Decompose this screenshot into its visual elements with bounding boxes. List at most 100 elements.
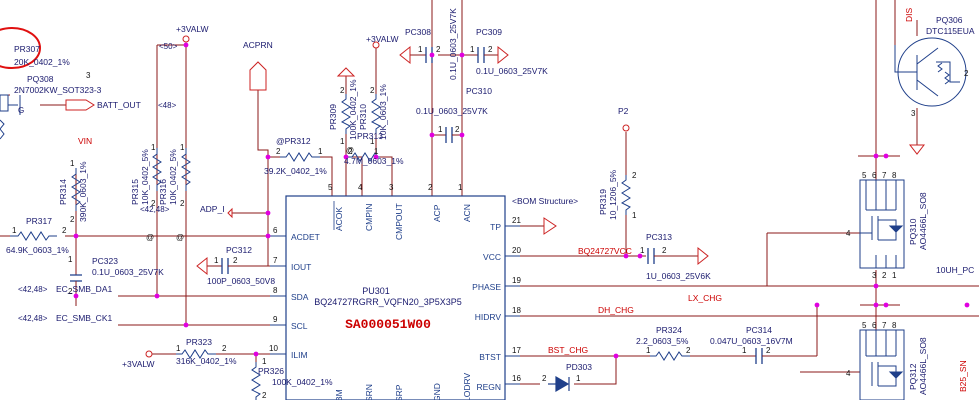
pr313-pin-1: 1 — [374, 147, 379, 156]
pc312-ref: PC312 — [226, 245, 252, 255]
pq312-ref: PQ312 — [908, 363, 918, 390]
pc309-pin-2: 2 — [488, 45, 493, 54]
pc323-pin-2: 2 — [68, 287, 73, 296]
pq310-value: AO4466L_SO8 — [918, 192, 928, 250]
scl-ref: <42,48> — [18, 314, 48, 323]
ref-42-48: <42,48> — [140, 205, 170, 214]
inductor-label: 10UH_PC — [936, 265, 974, 275]
pr312-pin-2: 2 — [276, 147, 281, 156]
pr312-pin-1: 1 — [318, 147, 323, 156]
pr309-arrow — [336, 67, 356, 77]
q312-mosfet — [859, 329, 905, 400]
bst-chg-label: BST_CHG — [548, 345, 588, 355]
pr323-pin-1: 1 — [176, 344, 181, 353]
pin-name-sda: SDA — [291, 292, 309, 302]
pr309-pin-1: 1 — [340, 137, 345, 146]
pr310-pin-1: 1 — [370, 137, 375, 146]
pr317-ref: PR317 — [26, 216, 52, 226]
pin-name-acp: ACP — [432, 204, 442, 222]
pin-name-gnd: GND — [432, 383, 442, 400]
sda-net-label: EC_SMB_DA1 — [56, 284, 112, 294]
pq312-pin-6: 6 — [872, 321, 877, 330]
pr323-symbol — [176, 349, 216, 359]
pc312-symbol — [221, 258, 229, 274]
pq308-ref: PQ308 — [27, 74, 54, 84]
pr323-ref: PR323 — [186, 337, 212, 347]
pr326-pin-1: 1 — [262, 357, 267, 366]
pin-name-btst: BTST — [479, 352, 501, 362]
pc308-arrow — [399, 45, 411, 65]
vcc3valw-label-3: +3VALW — [122, 359, 155, 369]
pin-num-3: 3 — [389, 183, 394, 192]
ic-pu301: 6 7 8 9 10 ACDET IOUT SDA SCL ILIM 21 20… — [269, 183, 521, 400]
pd303-diode — [548, 375, 570, 393]
pc323-pin-1: 1 — [68, 255, 73, 264]
gnd-pq306 — [908, 144, 926, 155]
pr326-pin-2: 2 — [262, 391, 267, 400]
scl-net-label: EC_SMB_CK1 — [56, 313, 112, 323]
sda-ref: <42,48> — [18, 285, 48, 294]
pd303-pin-2: 2 — [542, 374, 547, 383]
pr314-ref: PR314 — [58, 179, 68, 205]
pq310-pin-7: 7 — [882, 171, 887, 180]
pin-name-scl: SCL — [291, 321, 308, 331]
pq310-pin-6: 6 — [872, 171, 877, 180]
pin-name-hidrv: HIDRV — [475, 312, 502, 322]
dh-chg-label: DH_CHG — [598, 305, 634, 315]
pr307-ref: PR307 — [14, 44, 40, 54]
resistors — [0, 94, 690, 400]
pq312-pin-7: 7 — [882, 321, 887, 330]
pr326-value: 100K_0402_1% — [272, 377, 333, 387]
acprn-label: ACPRN — [243, 40, 273, 50]
pc323-ref: PC323 — [92, 256, 118, 266]
highlight-circle — [0, 27, 41, 69]
pin-name-acn: ACN — [462, 204, 472, 222]
pin-num-16: 16 — [512, 374, 521, 383]
pc314-symbol — [755, 348, 763, 364]
pin-name-bm: BM — [334, 389, 344, 400]
ic-part: BQ24727RGRR_VQFN20_3P5X3P5 — [314, 297, 462, 307]
pr314-value: 390K_0603_1% — [78, 161, 88, 222]
pq312-value: AO4466L_SO8 — [918, 337, 928, 395]
vcc3valw-circle-2 — [372, 41, 380, 49]
adp-i-port — [227, 207, 233, 219]
pc310-pin-1: 1 — [438, 125, 443, 134]
pr324-pin-1: 1 — [646, 346, 651, 355]
pr313-pin-2: 2 — [348, 147, 353, 156]
pq306-pin-2: 2 — [964, 69, 969, 78]
pin-name-iout: IOUT — [291, 262, 311, 272]
pc323-value: 0.1U_0603_25V7K — [92, 267, 164, 277]
pc313-value: 1U_0603_25V6K — [646, 271, 711, 281]
pin-name-acdet: ACDET — [291, 232, 320, 242]
pq310-pin-5: 5 — [862, 171, 867, 180]
pc313-pin-2: 2 — [662, 246, 667, 255]
pc312-pin-1: 1 — [214, 256, 219, 265]
pc309-symbol — [477, 47, 485, 63]
pc314-pin-1: 1 — [742, 346, 747, 355]
pr313-ref: PR313 — [357, 131, 383, 141]
pr319-pin-2: 1 — [632, 211, 637, 220]
capacitors — [70, 47, 766, 364]
pc323-symbol — [70, 274, 82, 282]
pr307-value: 20K_0402_1% — [14, 57, 70, 67]
pr323-value: 316K_0402_1% — [176, 356, 237, 366]
pr314-symbol — [71, 168, 81, 211]
pr314-pin-2: 2 — [70, 215, 75, 224]
pin-name-tp: TP — [490, 222, 501, 232]
pr324-ref: PR324 — [656, 325, 682, 335]
pr316-symbol — [181, 148, 191, 191]
pq312-pin-4: 4 — [846, 369, 851, 378]
pc310-pin-2: 2 — [455, 125, 460, 134]
pc310-symbol — [445, 127, 453, 143]
pr316-value: 10K_0402_5% — [168, 149, 178, 205]
pc314-ref: PC314 — [746, 325, 772, 335]
pin-name-cmpout: CMPOUT — [394, 203, 404, 240]
power-symbols — [145, 35, 630, 358]
pc314-pin-2: 2 — [766, 346, 771, 355]
pq310-pin-4: 4 — [846, 229, 851, 238]
pin-num-9: 9 — [273, 315, 278, 324]
pq306-pin-3: 3 — [911, 109, 916, 118]
pr312-ref: @PR312 — [276, 136, 311, 146]
pin-name-phase: PHASE — [472, 282, 501, 292]
